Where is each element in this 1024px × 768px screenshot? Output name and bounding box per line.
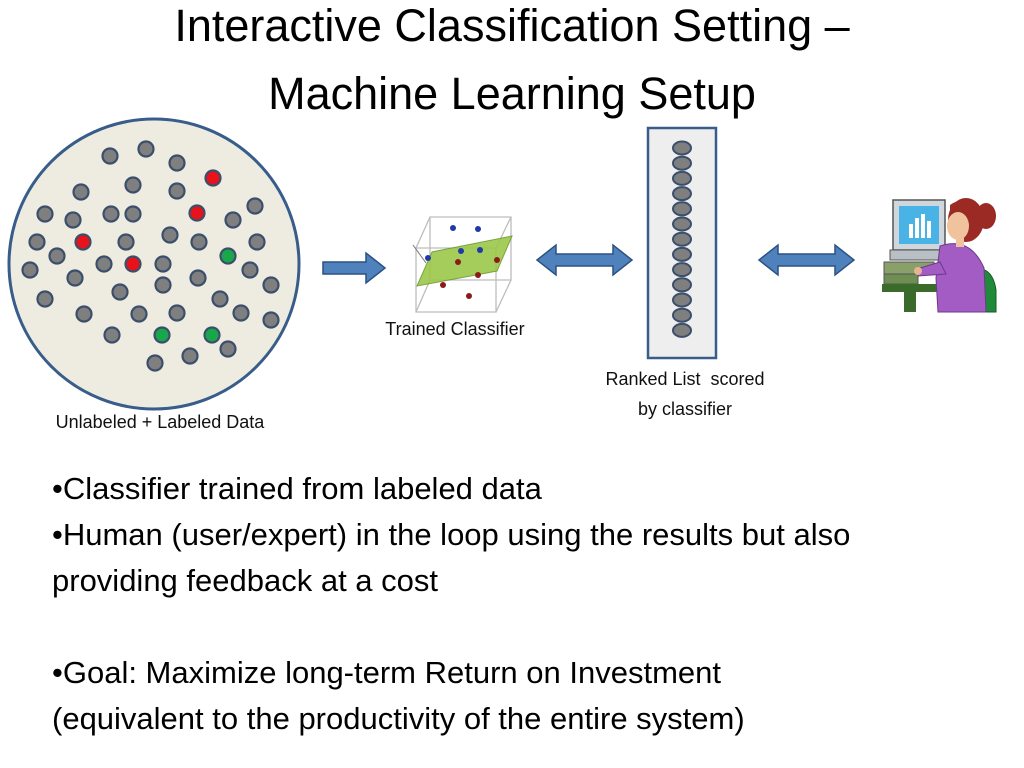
ranked-items <box>672 140 692 338</box>
unlabeled-point <box>64 211 82 229</box>
unlabeled-point <box>28 233 46 251</box>
ranked-list-caption-line-2: by classifier <box>637 399 733 419</box>
unlabeled-point <box>181 347 199 365</box>
labeled-point-green <box>203 326 221 344</box>
unlabeled-point <box>219 340 237 358</box>
ranked-item <box>672 140 692 156</box>
title-line-2: Machine Learning Setup <box>268 68 756 119</box>
pipeline-diagram <box>7 117 997 411</box>
unlabeled-point <box>124 205 142 223</box>
ranked-item <box>672 246 692 262</box>
unlabeled-point <box>36 290 54 308</box>
ranked-list-caption: Ranked List scored by classifier <box>565 364 805 424</box>
data-points <box>21 140 280 372</box>
bullet-spacer <box>52 604 1012 650</box>
unlabeled-point <box>262 311 280 329</box>
ranked-item <box>672 277 692 293</box>
bullet-2-line-1: •Human (user/expert) in the loop using t… <box>52 517 851 552</box>
unlabeled-point <box>66 269 84 287</box>
unlabeled-point <box>130 305 148 323</box>
unlabeled-point <box>168 154 186 172</box>
bullet-1: •Classifier trained from labeled data <box>52 471 542 506</box>
unlabeled-point <box>168 304 186 322</box>
data-pool-caption: Unlabeled + Labeled Data <box>55 412 265 432</box>
ranked-item <box>672 307 692 323</box>
ranked-item <box>672 322 692 338</box>
ranked-item <box>672 231 692 247</box>
unlabeled-point <box>154 276 172 294</box>
double-arrow-icon <box>757 243 856 277</box>
bullet-3-line-1: •Goal: Maximize long-term Return on Inve… <box>52 655 721 690</box>
unlabeled-point <box>36 205 54 223</box>
ranked-item <box>672 155 692 171</box>
3d-classifier-icon <box>412 216 513 313</box>
unlabeled-point <box>189 269 207 287</box>
unlabeled-point <box>146 354 164 372</box>
user-at-computer-icon <box>882 198 997 313</box>
classifier-caption: Trained Classifier <box>385 319 525 339</box>
ranked-item <box>672 170 692 186</box>
ranked-item <box>672 262 692 278</box>
ranked-list-caption-line-1: Ranked List scored <box>605 369 765 389</box>
labeled-point-green <box>219 247 237 265</box>
labeled-point-red <box>74 233 92 251</box>
unlabeled-point <box>103 326 121 344</box>
unlabeled-point <box>262 276 280 294</box>
labeled-point-red <box>124 255 142 273</box>
unlabeled-point <box>95 255 113 273</box>
ranked-item <box>672 292 692 308</box>
bullet-list: •Classifier trained from labeled data •H… <box>52 466 1012 742</box>
ranked-item <box>672 216 692 232</box>
unlabeled-point <box>48 247 66 265</box>
unlabeled-point <box>232 304 250 322</box>
unlabeled-point <box>137 140 155 158</box>
ranked-item <box>672 201 692 217</box>
unlabeled-point <box>75 305 93 323</box>
unlabeled-point <box>21 261 39 279</box>
labeled-point-green <box>153 326 171 344</box>
unlabeled-point <box>190 233 208 251</box>
bullet-3-line-2: (equivalent to the productivity of the e… <box>52 701 745 736</box>
right-arrow-icon <box>322 251 387 285</box>
unlabeled-point <box>248 233 266 251</box>
title-line-1: Interactive Classification Setting – <box>174 0 850 51</box>
unlabeled-point <box>154 255 172 273</box>
ranked-item <box>672 186 692 202</box>
unlabeled-point <box>124 176 142 194</box>
unlabeled-point <box>241 261 259 279</box>
unlabeled-point <box>102 205 120 223</box>
labeled-point-red <box>188 204 206 222</box>
unlabeled-point <box>117 233 135 251</box>
unlabeled-point <box>101 147 119 165</box>
bullet-2-line-2: providing feedback at a cost <box>52 563 439 598</box>
unlabeled-point <box>161 226 179 244</box>
unlabeled-point <box>168 182 186 200</box>
unlabeled-point <box>211 290 229 308</box>
labeled-point-red <box>204 169 222 187</box>
unlabeled-point <box>111 283 129 301</box>
unlabeled-point <box>72 183 90 201</box>
double-arrow-icon <box>535 243 634 277</box>
unlabeled-point <box>246 197 264 215</box>
unlabeled-point <box>224 211 242 229</box>
